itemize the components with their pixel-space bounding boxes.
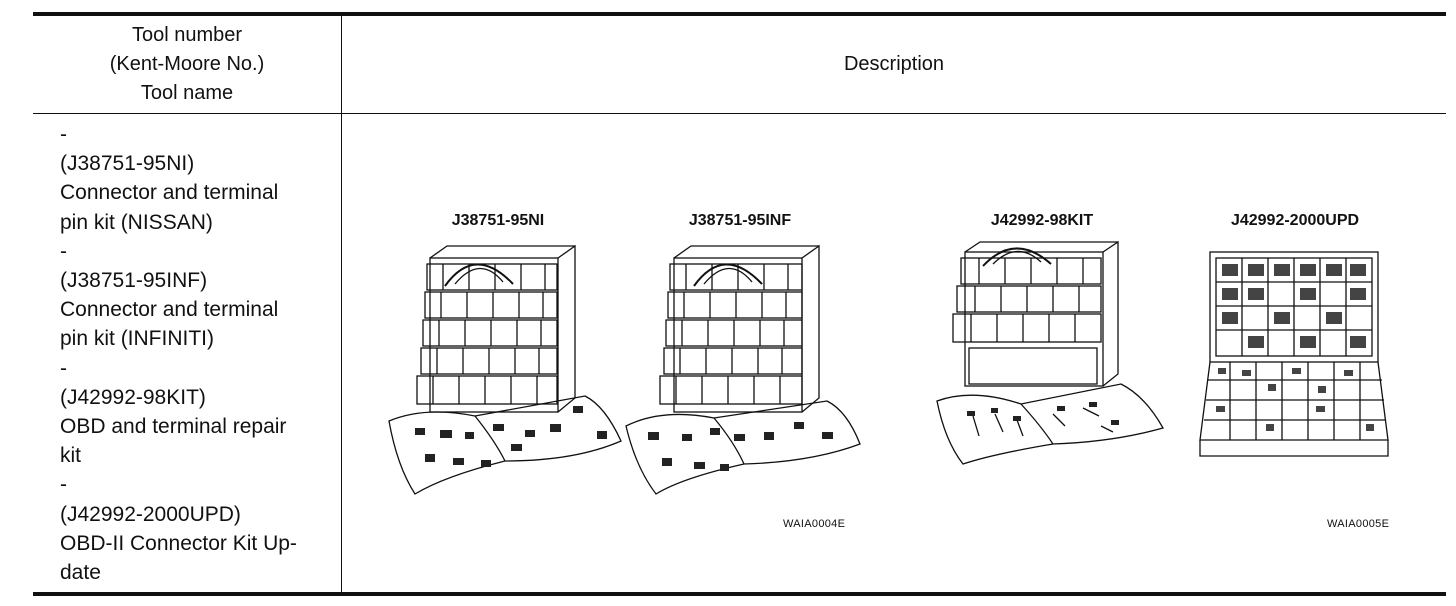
tool-line: - [60,239,67,263]
drawer-case-nissan-illustration [388,244,622,495]
header-tool-line: Tool name [140,82,234,104]
tool-line: - [60,356,67,380]
tool-line: - [60,123,67,146]
tool-line: OBD and terminal repair [60,415,287,439]
tool-line: (J38751-95NI) [60,152,195,176]
tool-table: Tool number (Kent-Moore No.) Tool name D… [33,12,1446,596]
kit-label-j38751-95ni: J38751-95NI [451,212,545,229]
figure-code-waia0004e: WAIA0004E [783,518,846,530]
kit-label-j38751-95inf: J38751-95INF [688,212,792,229]
kit-label-j42992-98kit: J42992-98KIT [990,212,1094,229]
tool-name-list: - (J38751-95NI) Connector and terminal p… [60,120,340,587]
figure-code-waia0005e: WAIA0005E [1327,518,1390,530]
header-tool-number: Tool number (Kent-Moore No.) Tool name [33,16,341,113]
tool-line: pin kit (NISSAN) [60,210,213,234]
tool-line: (J38751-95INF) [60,269,208,293]
tool-line: - [60,473,67,497]
drawer-case-infiniti-illustration [625,244,861,495]
tool-line: Connector and terminal [60,298,279,322]
header-tool-line: Tool number [131,24,243,46]
kit-label-j42992-2000upd: J42992-2000UPD [1230,212,1360,229]
header-tool-line: (Kent-Moore No.) [109,53,265,75]
parts-box-update-illustration [1199,251,1389,457]
tool-line: date [60,561,101,585]
tool-line: (J42992-2000UPD) [60,502,241,526]
tool-line: Connector and terminal [60,181,279,205]
tool-line: OBD-II Connector Kit Up- [60,531,297,555]
tool-line: (J42992-98KIT) [60,385,206,409]
column-divider [341,16,342,592]
header-divider [33,113,1446,114]
tool-line: pin kit (INFINITI) [60,327,215,351]
header-description: Description [843,53,945,75]
table-top-rule [33,12,1446,16]
drawer-case-obd-illustration [936,240,1164,465]
table-bottom-rule [33,592,1446,596]
tool-line: kit [60,444,81,468]
